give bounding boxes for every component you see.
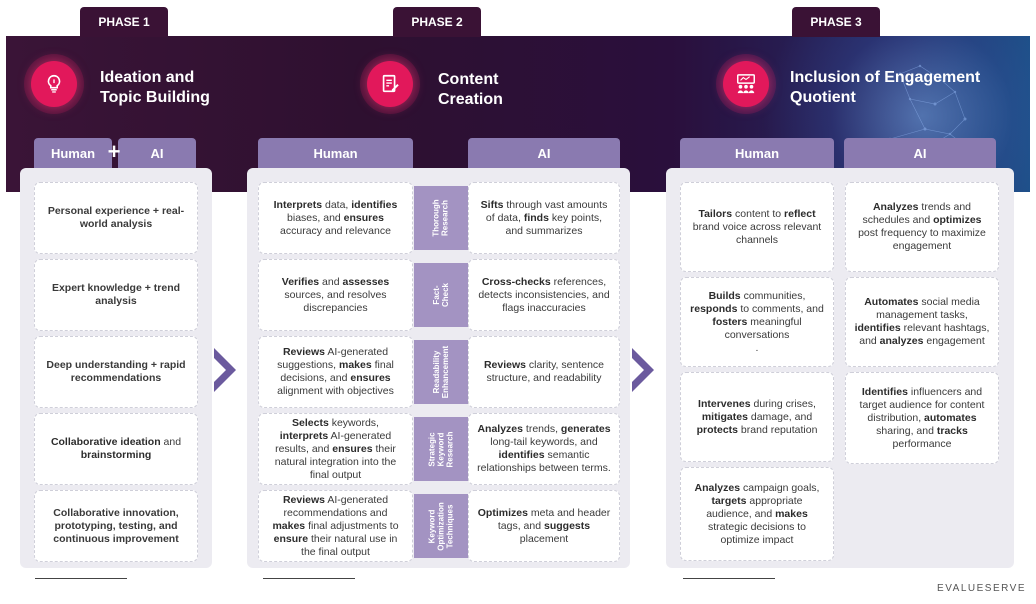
phase-1-item: Collaborative innovation, prototyping, t… [34,490,198,562]
card-text: Selects keywords, interprets AI-generate… [274,416,397,481]
phase-2-title: Content Creation [438,71,503,108]
audience-screen-icon [716,54,776,114]
phase-3-human-item: Tailors content to reflect brand voice a… [680,182,834,272]
phase-1-item: Collaborative ideation and brainstorming [34,413,198,485]
phase-1-human-header: Human [34,138,112,168]
phase-1-item: Personal experience + real-world analysi… [34,182,198,254]
phase-1-tab: PHASE 1 [80,7,168,37]
phase-2-ai-item: Sifts through vast amounts of data, find… [468,182,620,254]
stage-label: Thorough Research [414,186,468,250]
card-text: Verifies and assesses sources, and resol… [281,275,390,314]
divider-line [263,578,355,579]
phase-3-ai-item: Identifies influencers and target audien… [845,372,999,464]
card-text: Reviews clarity, sentence structure, and… [483,359,605,384]
card-text: Analyzes campaign goals, targets appropr… [694,481,820,546]
card-text: Cross-checks references, detects inconsi… [478,275,610,314]
phase-3-human-item: Builds communities, responds to comments… [680,277,834,367]
stage-label: Keyword Optimization Techniques [414,494,468,558]
phase-2-ai-item: Reviews clarity, sentence structure, and… [468,336,620,408]
card-text: Analyzes trends, generates long-tail key… [477,423,611,474]
phase-3-tab: PHASE 3 [792,7,880,37]
phase-1-ai-header: AI [118,138,196,168]
chevron-right-icon [214,348,236,392]
phase-2-human-header: Human [258,138,413,168]
phase-2-ai-header: AI [468,138,620,168]
phase-3-ai-header: AI [844,138,996,168]
card-text: Automates social media management tasks,… [854,296,990,347]
document-edit-icon [360,54,420,114]
phase-1-item: Expert knowledge + trend analysis [34,259,198,331]
phase-2-human-item: Interprets data, identifies biases, and … [258,182,413,254]
plus-icon: + [107,139,121,164]
phase-3-ai-item: Analyzes trends and schedules and optimi… [845,182,999,272]
phase-3-ai-item: Automates social media management tasks,… [845,277,999,367]
phase-3-human-item: Intervenes during crises, mitigates dama… [680,372,834,462]
card-text: Tailors content to reflect brand voice a… [692,207,822,246]
phase-2-human-item: Selects keywords, interprets AI-generate… [258,413,413,485]
card-text: Intervenes during crises, mitigates dama… [696,397,818,436]
phase-1-item: Deep understanding + rapid recommendatio… [34,336,198,408]
lightbulb-icon [24,54,84,114]
phase-3-human-header: Human [680,138,834,168]
phase-2-ai-item: Analyzes trends, generates long-tail key… [468,413,620,485]
chevron-right-icon [632,348,654,392]
divider-line [35,578,127,579]
stage-label: Readability Enhancement [414,340,468,404]
card-text: Optimizes meta and header tags, and sugg… [477,506,611,545]
phase-1-title: Ideation and Topic Building [100,69,210,106]
phase-2-human-item: Reviews AI-generated recommendations and… [258,490,413,562]
stage-label: Strategic Keyword Research [414,417,468,481]
phase-2-ai-item: Optimizes meta and header tags, and sugg… [468,490,620,562]
phase-2-human-item: Reviews AI-generated suggestions, makes … [258,336,413,408]
phase-2-tab: PHASE 2 [393,7,481,37]
phase-2-ai-item: Cross-checks references, detects inconsi… [468,259,620,331]
stage-label: Fact- Check [414,263,468,327]
card-text: Interprets data, identifies biases, and … [273,198,398,237]
card-text: Identifies influencers and target audien… [859,385,985,450]
card-text: Builds communities, responds to comments… [690,289,824,354]
card-text: Reviews AI-generated recommendations and… [272,493,399,558]
card-text: Reviews AI-generated suggestions, makes … [277,346,394,397]
phase-2-human-item: Verifies and assesses sources, and resol… [258,259,413,331]
divider-line [683,578,775,579]
phase-3-title: Inclusion of Engagement Quotient [790,69,981,106]
phase-3-human-item: Analyzes campaign goals, targets appropr… [680,467,834,561]
card-text: Collaborative ideation and brainstorming [50,436,182,461]
brand-logo: EVALUESERVE [937,583,1026,594]
card-text: Analyzes trends and schedules and optimi… [858,201,986,252]
card-text: Sifts through vast amounts of data, find… [480,198,608,237]
